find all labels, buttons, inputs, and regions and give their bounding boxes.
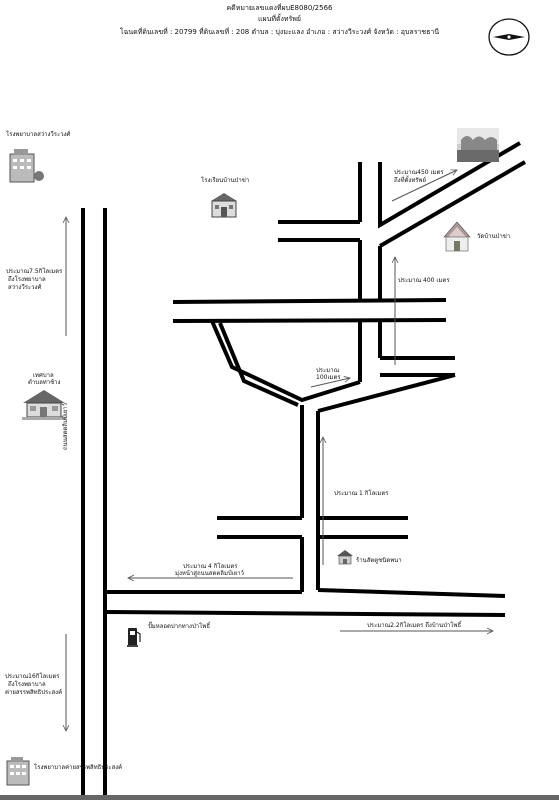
distance-75km-label-3: สว่างวีระวงศ์ <box>8 284 42 291</box>
distance-400-label: ประมาณ 400 เมตร <box>398 277 450 284</box>
hospital-bottom-label: โรงพยาบาลค่ายสรรพสิทธิประสงค์ <box>34 764 123 771</box>
village-roads <box>104 141 527 617</box>
distance-4km-label: ประมาณ 4 กิโลเมตร <box>183 563 238 570</box>
distance-100-label: ประมาณ <box>316 367 340 374</box>
municipal-label-2: ตำบลท่าช้าง <box>28 379 61 386</box>
school-label: โรงเรียนบ้านป่าข่า <box>201 177 250 184</box>
distance-1km-label: ประมาณ 1 กิโลเมตร <box>334 490 389 497</box>
gas-station-icon <box>127 628 141 647</box>
deed-info: โฉนดที่ดินเลขที่ : 20799 ที่ดินเลขที่ : … <box>119 28 440 36</box>
distance-75km-label-2: ถึงโรงพยาบาล <box>8 276 46 283</box>
distance-16km-label-2: ถึงโรงพยาบาล <box>8 681 46 688</box>
distance-450-label: ประมาณ450 เมตร <box>394 169 444 176</box>
main-road <box>81 208 107 797</box>
hospital-top-label: โรงพยาบาลสว่างวีระวงศ์ <box>6 131 71 138</box>
temple-icon <box>443 221 471 252</box>
distance-100-label-2: 100เมตร <box>316 374 341 381</box>
hospital-icon <box>9 149 44 183</box>
map-title: แผนที่ตั้งทรัพย์ <box>257 15 302 23</box>
hospital-icon <box>6 757 30 786</box>
temple-label: วัดบ้านป่าข่า <box>477 233 511 240</box>
shop-icon <box>337 550 353 565</box>
case-number: คดีหมายเลขแดงที่ผบE8080/2566 <box>226 4 333 12</box>
distance-22km-label: ประมาณ2.2กิโลเมตร ถึงบ้านป่าโพธิ์ <box>367 622 462 629</box>
compass-icon <box>488 18 530 56</box>
bottom-bar <box>0 795 559 800</box>
property-photo <box>457 128 499 162</box>
distance-75km-label: ประมาณ7.5กิโลเมตร <box>6 268 63 275</box>
municipal-label-1: เทศบาล <box>33 372 54 379</box>
school-icon <box>211 193 237 218</box>
road-label: ถนนสตตลิมป์เยาว์ <box>62 402 69 450</box>
shop-label: ร้านสัตตูชนิดพนา <box>356 557 402 564</box>
distance-4km-label-2: มุ่งหน้าสู่ถนนสตตลิมป์เยาว์ <box>175 570 245 577</box>
distance-450-label-2: ถึงที่ตั้งทรัพย์ <box>394 177 426 184</box>
distance-16km-label-3: ค่ายสรรพสิทธิประสงค์ <box>5 689 63 696</box>
gas-label: ปั๊มหลอดปากทางป่าโพธิ์ <box>148 623 210 630</box>
distance-16km-label: ประมาณ16กิโลเมตร <box>5 673 60 680</box>
direction-arrows <box>66 170 493 731</box>
house-icon <box>22 390 66 420</box>
